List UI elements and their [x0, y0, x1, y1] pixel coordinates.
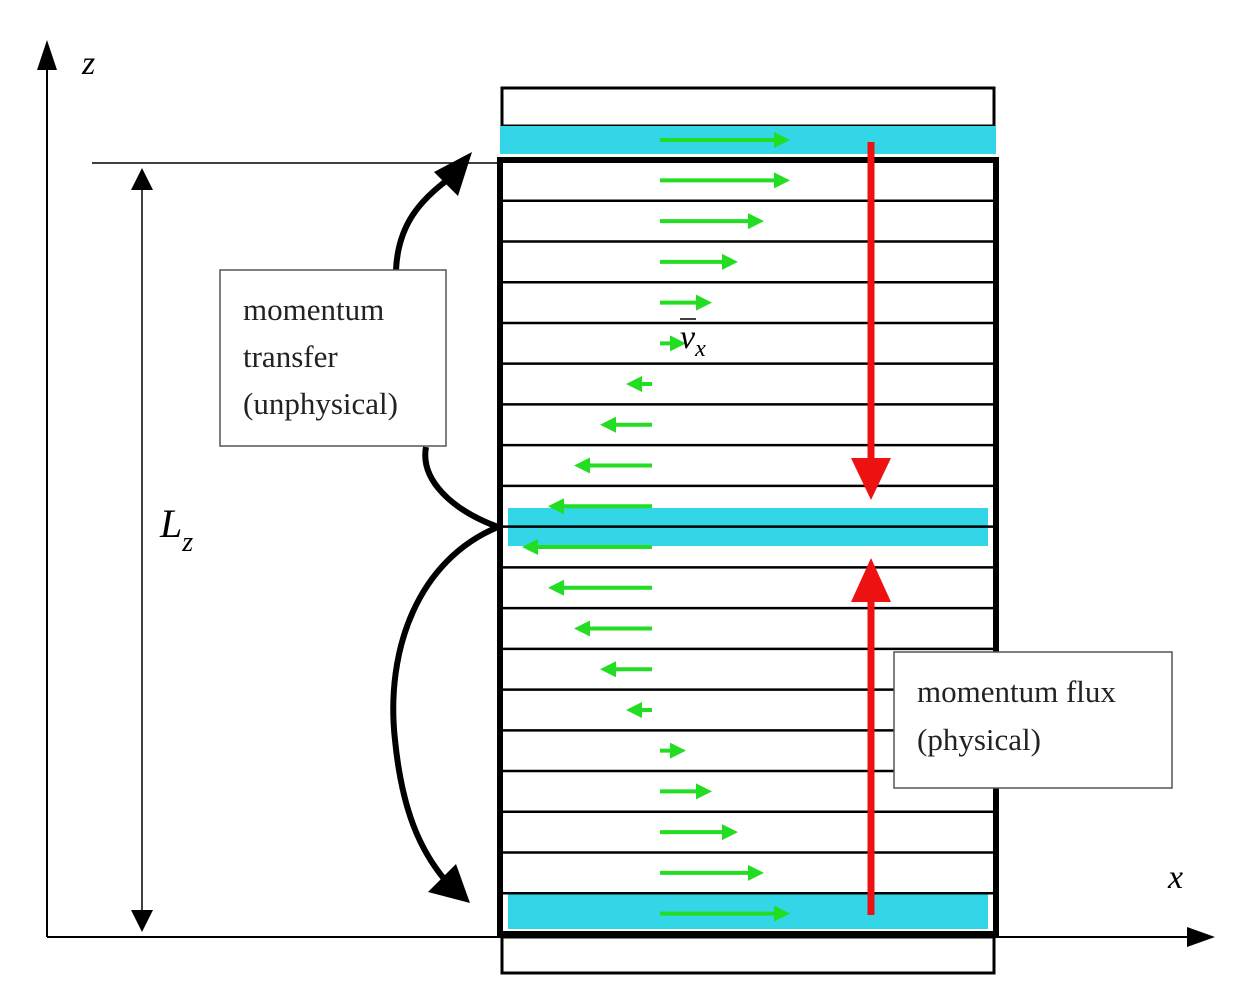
velocity-arrow [660, 742, 686, 759]
velocity-arrow [626, 701, 652, 718]
ghost-slab-bottom [500, 935, 996, 975]
velocity-arrow [600, 416, 652, 433]
velocity-arrow [660, 864, 764, 881]
lz-dimension-line [92, 162, 500, 932]
z-axis-label: z [81, 45, 95, 82]
velocity-arrow [600, 661, 652, 678]
momentum-transfer-box: momentum transfer (unphysical) [219, 269, 447, 447]
flux-arrow-up [851, 558, 891, 915]
transfer-line-1: momentum [243, 292, 384, 327]
lz-label: Lz [159, 501, 193, 558]
transfer-arrow-up [393, 152, 500, 530]
velocity-label: vx [680, 318, 706, 362]
simulation-box [497, 157, 999, 937]
velocity-label-main: v [680, 319, 696, 356]
lz-label-main: L [159, 501, 182, 546]
velocity-arrow [660, 905, 790, 922]
velocity-arrow [522, 539, 652, 555]
velocity-arrow [660, 335, 686, 352]
x-axis-label: x [1167, 859, 1183, 896]
ghost-slab-top [500, 86, 996, 128]
lz-label-subscript: z [181, 527, 193, 558]
flux-line-2: (physical) [917, 722, 1041, 757]
z-axis [37, 40, 57, 937]
velocity-arrow [574, 620, 652, 637]
velocity-arrow [660, 294, 712, 311]
velocity-label-subscript: x [694, 336, 706, 362]
velocity-arrow [660, 824, 738, 841]
svg-text:momentum flux (physical): momentum flux (physical) [917, 674, 1124, 757]
svg-text:vx: vx [680, 319, 706, 362]
velocity-arrow-ghost-top [660, 132, 790, 148]
velocity-arrow [660, 172, 790, 189]
momentum-flux-box: momentum flux (physical) [893, 651, 1173, 789]
svg-text:momentum transfer: momentum transfer (unphysical) [243, 292, 398, 421]
velocity-arrow [660, 253, 738, 270]
highlight-slab-bottom [508, 893, 988, 929]
transfer-line-3: (unphysical) [243, 386, 398, 421]
velocity-arrow [660, 213, 764, 230]
velocity-profile [522, 132, 790, 922]
transfer-arrow-down [390, 524, 500, 903]
slab-dividers [500, 199, 996, 895]
flux-line-1: momentum flux [917, 674, 1116, 709]
velocity-arrow [548, 498, 652, 515]
velocity-arrow [574, 457, 652, 474]
velocity-arrow [626, 376, 652, 393]
transfer-line-2: transfer [243, 339, 338, 374]
velocity-arrow [548, 579, 652, 596]
velocity-arrow [660, 783, 712, 800]
flux-arrow-down [851, 142, 891, 500]
